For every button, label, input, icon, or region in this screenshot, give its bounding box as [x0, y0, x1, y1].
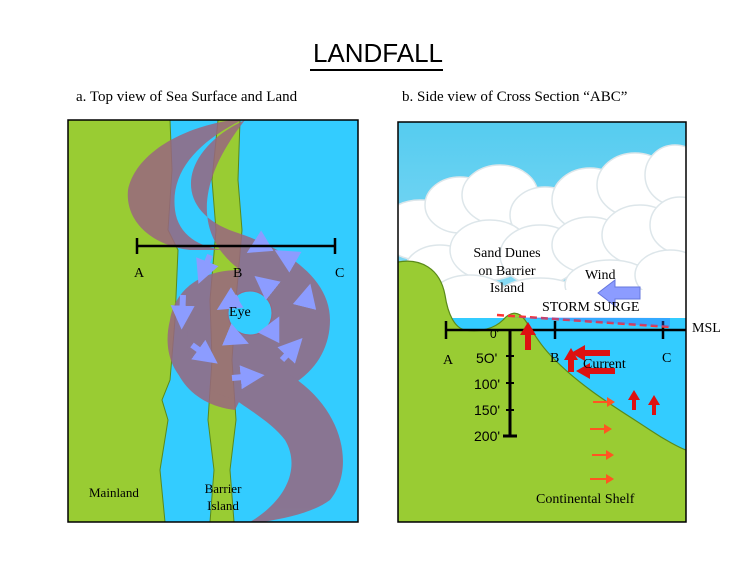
current-arrows — [520, 322, 660, 415]
curved-arrow-icon — [196, 253, 219, 284]
right-arrow-icon — [592, 450, 614, 460]
left-arrow-icon — [576, 363, 615, 379]
bottom-return-arrows — [590, 397, 615, 484]
storm-outer-band-top — [127, 120, 243, 250]
up-arrow-icon — [520, 322, 536, 350]
curved-arrow-icon — [170, 294, 195, 330]
cross-section-line — [135, 238, 337, 254]
curved-arrow-icon — [222, 323, 249, 346]
mainland-label: Mainland — [89, 485, 139, 500]
point-c-side-label: C — [662, 351, 672, 366]
point-b-label: B — [233, 266, 243, 281]
curved-arrow-icon — [254, 276, 281, 301]
sand-dunes-label: Sand Dunes on Barrier Island — [473, 246, 541, 296]
curved-arrow-icon — [257, 316, 280, 344]
curved-arrow-icon — [216, 287, 244, 311]
up-arrow-icon — [564, 348, 578, 372]
msl-label: MSL — [692, 321, 721, 336]
storm-surge-line — [496, 313, 671, 329]
depth-tick-label: 150' — [474, 402, 501, 418]
point-c-label: C — [335, 266, 345, 281]
up-arrow-icon — [648, 395, 660, 415]
eye-label: Eye — [229, 305, 251, 320]
wind-label: Wind — [585, 268, 616, 283]
storm-inner-band — [170, 320, 240, 410]
depth-tick-label: 5O' — [476, 350, 498, 366]
curved-arrow-icon — [231, 365, 265, 390]
title-underline — [310, 69, 443, 71]
curved-arrow-icon — [190, 339, 218, 364]
current-label: Current — [583, 357, 626, 372]
panel-a-caption: a. Top view of Sea Surface and Land — [76, 89, 298, 105]
point-a-side-label: A — [443, 353, 454, 368]
right-arrow-icon — [593, 397, 615, 407]
left-arrow-icon — [571, 345, 610, 361]
page-title: LANDFALL — [312, 38, 444, 68]
curved-arrow-icon — [292, 283, 317, 310]
right-arrow-icon — [590, 424, 612, 434]
left-arrow-icon — [597, 278, 641, 308]
storm-outer-band-bottom — [230, 375, 343, 522]
continental-shelf-label: Continental Shelf — [536, 492, 635, 507]
storm-surge-label: STORM SURGE — [542, 300, 640, 315]
storm-core — [167, 120, 330, 400]
curved-arrow-icon — [274, 250, 302, 273]
point-a-label: A — [134, 266, 145, 281]
barrier-island-label: Barrier Island — [204, 481, 242, 513]
panel-b-caption: b. Side view of Cross Section “ABC” — [402, 89, 628, 105]
curved-arrow-icon — [277, 337, 303, 364]
depth-tick-label: 100' — [474, 376, 501, 392]
right-arrow-icon — [590, 474, 614, 484]
depth-tick-label: 0' — [490, 327, 499, 341]
point-b-side-label: B — [550, 351, 560, 366]
depth-tick-label: 200' — [474, 428, 501, 444]
up-arrow-icon — [628, 390, 640, 410]
